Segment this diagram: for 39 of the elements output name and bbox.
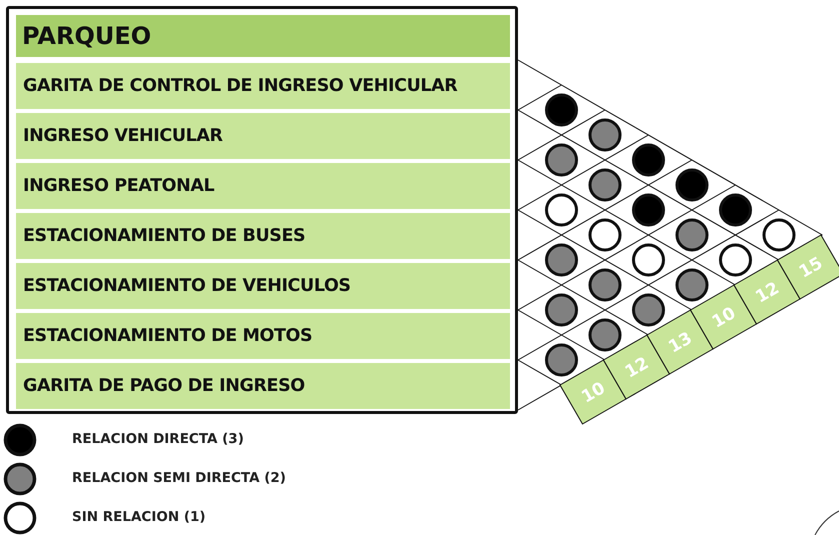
relation-circle <box>545 144 578 176</box>
relation-circle <box>545 94 578 126</box>
relation-circle <box>545 294 578 326</box>
total-value: 10 <box>708 303 740 332</box>
row-label: ESTACIONAMIENTO DE MOTOS <box>16 313 510 359</box>
panel-heading: PARQUEO <box>16 15 510 57</box>
total-value: 10 <box>578 378 609 408</box>
relation-circle <box>588 218 622 252</box>
row-label: ESTACIONAMIENTO DE VEHICULOS <box>16 263 510 309</box>
relation-circle <box>632 294 665 326</box>
total-value: 12 <box>622 353 652 382</box>
row-label: INGRESO PEATONAL <box>16 163 510 209</box>
relation-circle <box>676 218 708 252</box>
total-value: 13 <box>665 328 696 358</box>
relation-circle <box>676 168 708 202</box>
row-label: GARITA DE PAGO DE INGRESO <box>16 363 510 409</box>
relation-circle <box>719 244 752 276</box>
relation-circle <box>632 194 665 226</box>
relation-circle <box>588 168 622 202</box>
relation-circle <box>588 118 622 152</box>
total-value: 15 <box>796 253 826 282</box>
relation-circle <box>632 244 665 276</box>
relation-circle <box>762 218 796 252</box>
legend-text: RELACION DIRECTA (3) <box>72 431 244 447</box>
legend-text: RELACION SEMI DIRECTA (2) <box>72 470 286 486</box>
legend-text: SIN RELACION (1) <box>72 509 206 525</box>
total-value: 12 <box>752 278 783 308</box>
relation-circle <box>588 318 622 352</box>
panel <box>6 6 518 414</box>
row-label: GARITA DE CONTROL DE INGRESO VEHICULAR <box>16 63 510 109</box>
relation-circle <box>545 244 578 276</box>
row-label: INGRESO VEHICULAR <box>16 113 510 159</box>
relation-circle <box>545 194 578 226</box>
relation-circle <box>632 144 665 176</box>
row-label: ESTACIONAMIENTO DE BUSES <box>16 213 510 259</box>
relation-circle <box>545 344 578 376</box>
relation-circle <box>588 268 622 302</box>
relation-circle <box>719 194 752 226</box>
relation-circle <box>676 268 708 302</box>
